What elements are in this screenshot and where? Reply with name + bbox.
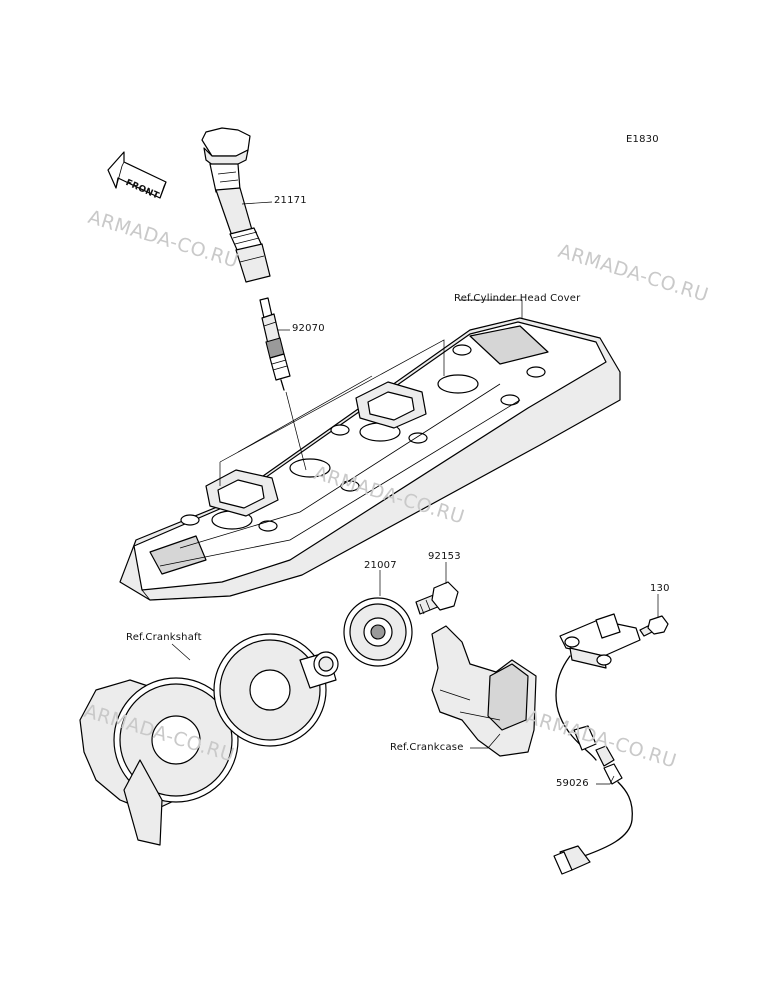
ref-crankshaft[interactable]: Ref.Crankshaft (126, 632, 202, 643)
leader-lines (171, 201, 659, 785)
diagram-code: E1830 (626, 134, 659, 145)
part-number-92070[interactable]: 92070 (292, 323, 325, 334)
spark-plug (259, 297, 291, 391)
ref-cylinder-head-cover[interactable]: Ref.Cylinder Head Cover (454, 293, 581, 304)
part-number-92153[interactable]: 92153 (428, 551, 461, 562)
timing-rotor (343, 597, 413, 667)
crankshaft (79, 633, 339, 846)
cylinder-head-cover (119, 317, 621, 601)
rotor-bolt (415, 581, 459, 615)
front-arrow-icon (107, 151, 167, 199)
ignition-coil (201, 127, 271, 283)
pickup-sensor (553, 613, 641, 875)
crankcase (431, 625, 537, 757)
ref-crankcase[interactable]: Ref.Crankcase (390, 742, 464, 753)
part-number-21171[interactable]: 21171 (274, 195, 307, 206)
part-number-130[interactable]: 130 (650, 583, 670, 594)
part-number-59026[interactable]: 59026 (556, 778, 589, 789)
sensor-bolt (639, 615, 669, 637)
part-number-21007[interactable]: 21007 (364, 560, 397, 571)
